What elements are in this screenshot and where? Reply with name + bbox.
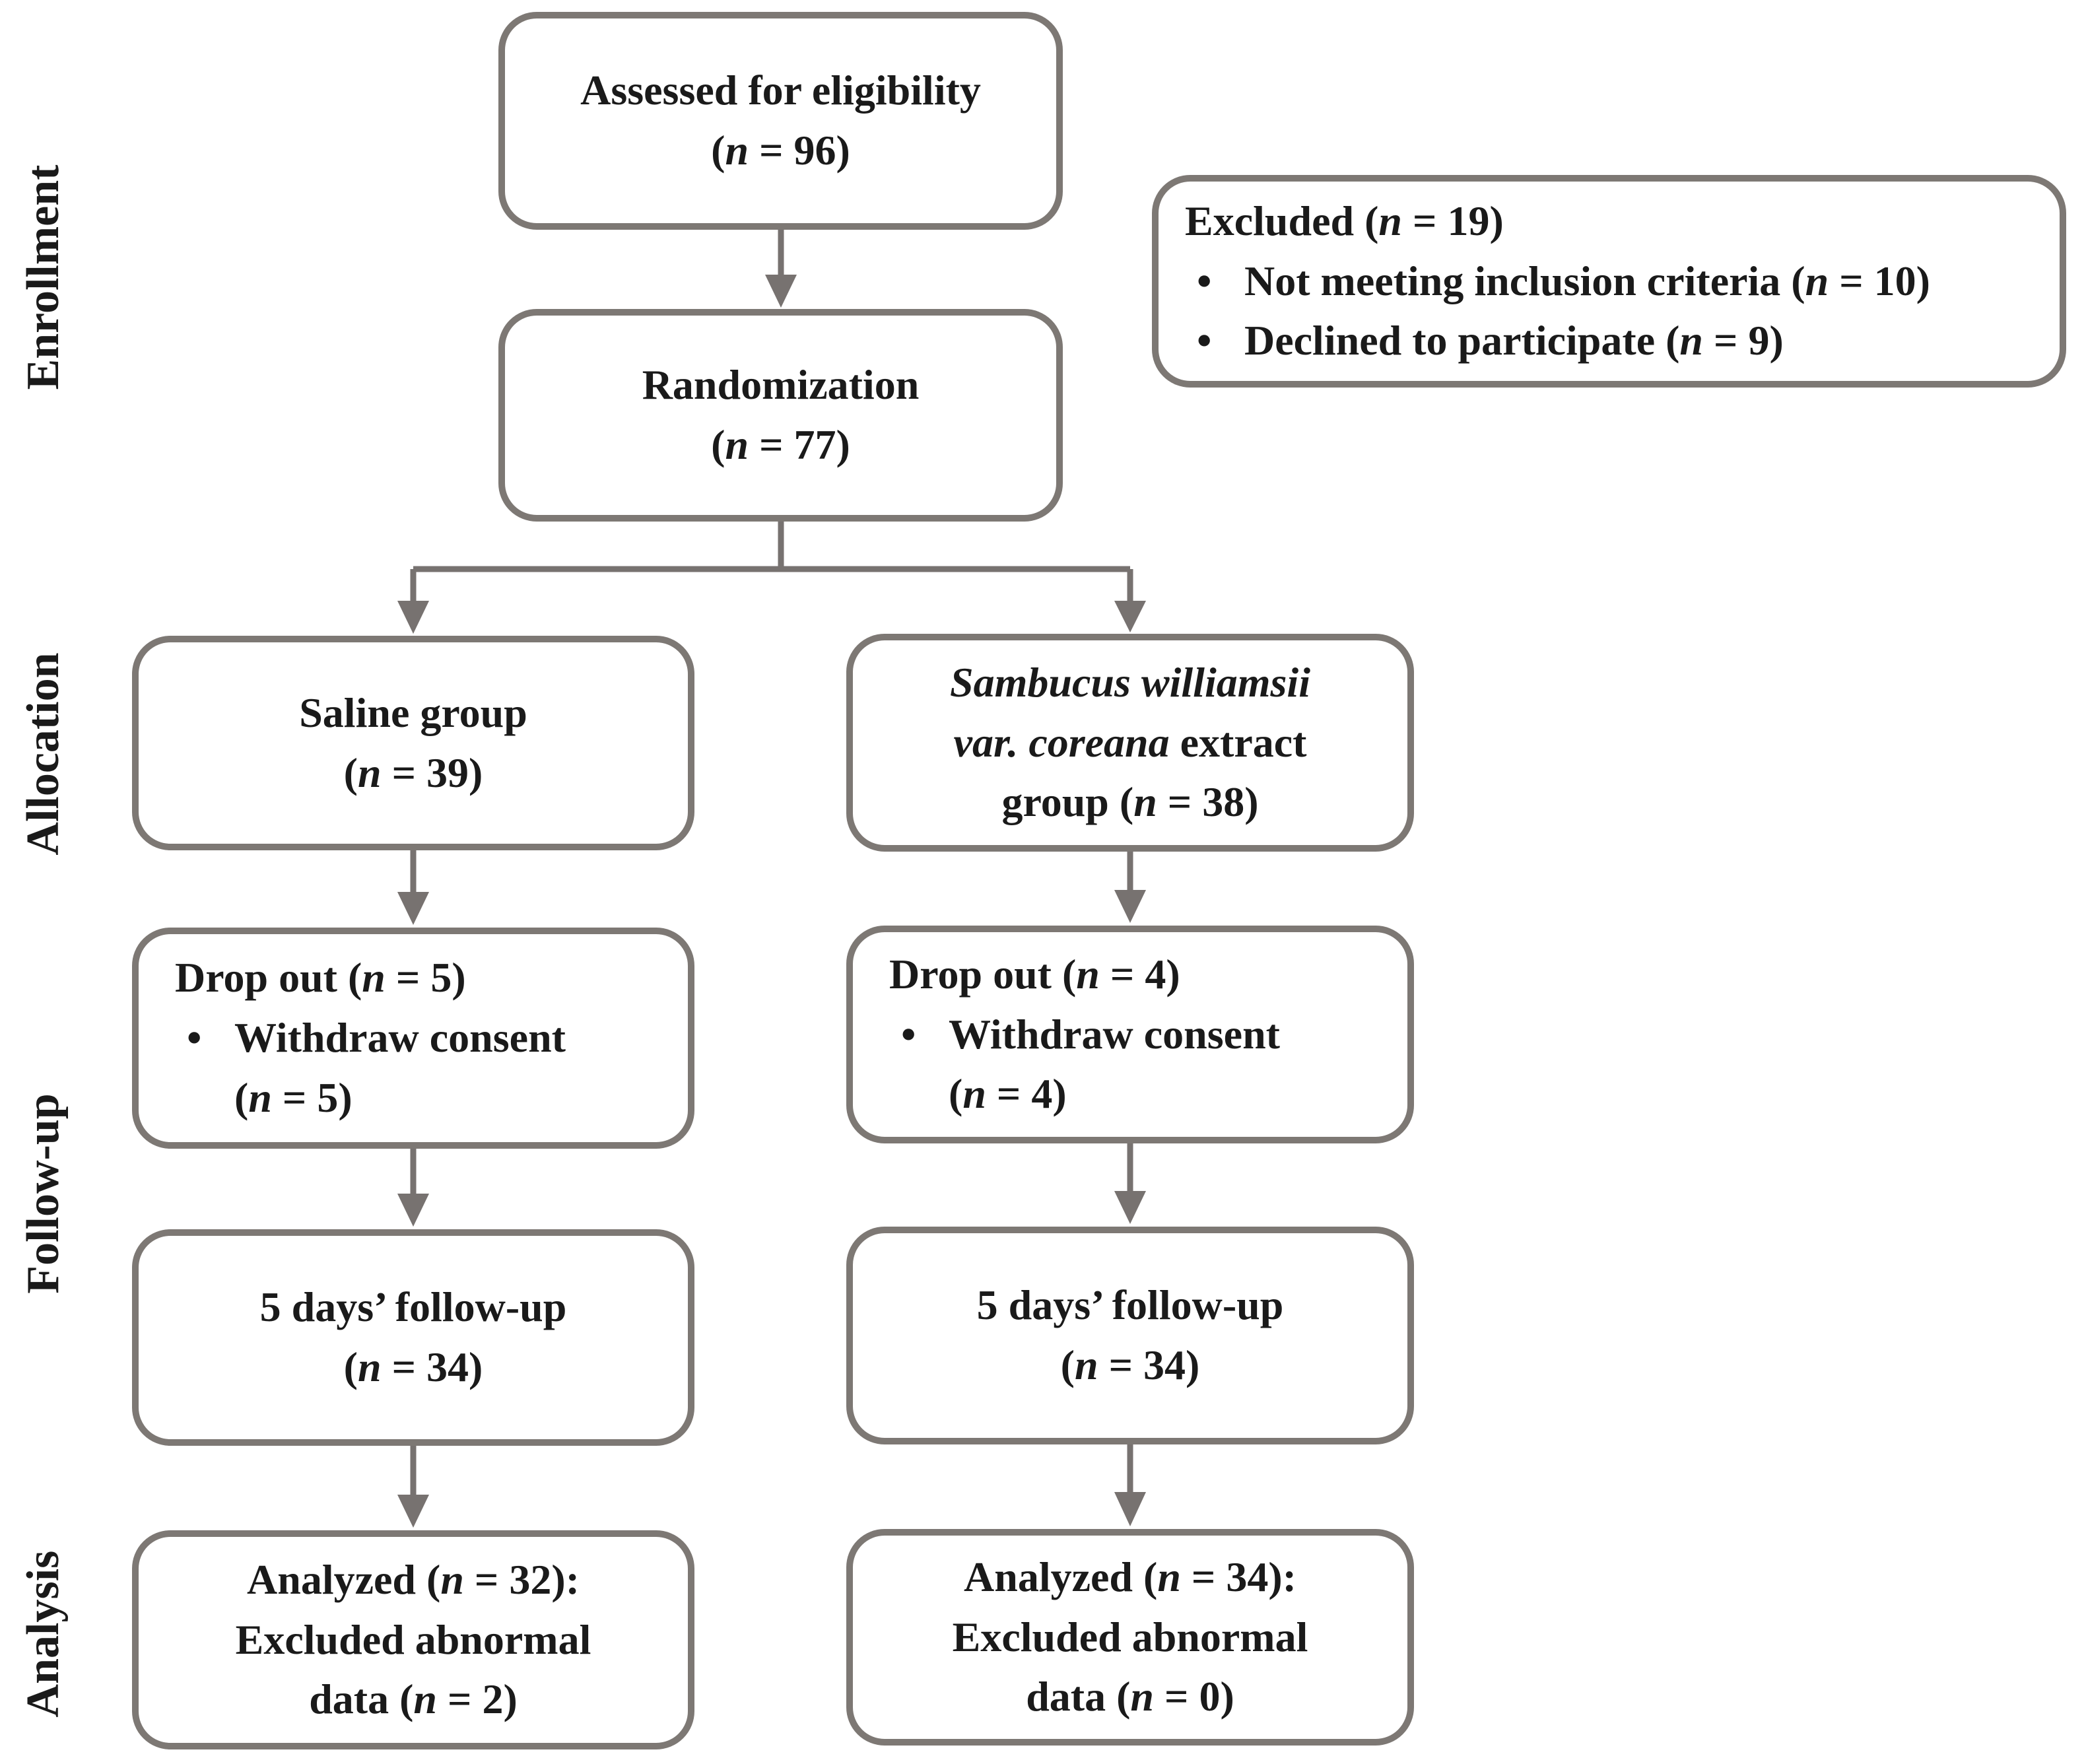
node-title: 5 days’ follow-up <box>976 1281 1284 1329</box>
node-count: group (n = 38) <box>1001 778 1259 826</box>
node-title: var. coreana extract <box>953 718 1307 766</box>
flow-node-assessed-for-eligibility: Assessed for eligibility (n = 96) <box>498 12 1063 230</box>
node-title: Drop out (n = 5) <box>175 954 466 1001</box>
excluded-reason-text: Not meeting inclusion criteria (n = 10) <box>1244 257 1930 304</box>
dropout-reason-item: • Withdraw consent (n = 4) <box>889 1005 1280 1125</box>
node-count: (n = 39) <box>343 749 483 796</box>
node-title: Drop out (n = 4) <box>889 950 1180 998</box>
bullet-icon: • <box>1197 257 1212 304</box>
flow-node-followup-saline: 5 days’ follow-up (n = 34) <box>132 1229 694 1446</box>
node-count: (n = 34) <box>343 1343 483 1390</box>
flow-node-dropout-swc: Drop out (n = 4) • Withdraw consent (n =… <box>846 926 1414 1143</box>
arrow-down-icon <box>765 275 797 308</box>
node-detail: Excluded abnormal <box>952 1613 1308 1660</box>
dropout-reason-text: Withdraw consent (n = 5) <box>234 1014 566 1121</box>
node-count: (n = 96) <box>711 127 850 174</box>
bullet-icon: • <box>187 1014 202 1062</box>
arrow-down-icon <box>1114 601 1146 632</box>
flow-node-analyzed-swc: Analyzed (n = 34): Excluded abnormal dat… <box>846 1529 1414 1746</box>
node-title: 5 days’ follow-up <box>259 1283 567 1331</box>
node-title: Randomization <box>642 361 920 409</box>
arrow-down-icon <box>1114 1191 1146 1224</box>
arrow-down-icon <box>1114 1492 1146 1526</box>
node-detail: Excluded abnormal <box>235 1615 591 1663</box>
flow-node-dropout-saline: Drop out (n = 5) • Withdraw consent (n =… <box>132 928 694 1149</box>
node-title: Analyzed (n = 32): <box>247 1555 580 1603</box>
node-title: Saline group <box>299 689 527 736</box>
dropout-reason-text: Withdraw consent (n = 4) <box>949 1010 1280 1118</box>
arrow-down-icon <box>397 892 429 925</box>
bullet-icon: • <box>901 1010 916 1058</box>
bullet-icon: • <box>1197 317 1212 364</box>
node-title: Assessed for eligibility <box>580 67 981 114</box>
flow-node-followup-swc: 5 days’ follow-up (n = 34) <box>846 1227 1414 1444</box>
flow-node-saline-group: Saline group (n = 39) <box>132 636 694 850</box>
excluded-reason-item: • Declined to participate (n = 9) <box>1185 311 1784 371</box>
node-title: Excluded (n = 19) <box>1185 197 1504 244</box>
flow-node-randomization: Randomization (n = 77) <box>498 309 1063 522</box>
arrow-down-icon <box>397 1495 429 1528</box>
flow-node-analyzed-saline: Analyzed (n = 32): Excluded abnormal dat… <box>132 1530 694 1749</box>
node-count: data (n = 0) <box>1026 1673 1234 1720</box>
excluded-reason-item: • Not meeting inclusion criteria (n = 10… <box>1185 252 1930 312</box>
dropout-reason-item: • Withdraw consent (n = 5) <box>175 1008 566 1128</box>
connector-randomization-branch <box>410 522 1133 602</box>
arrow-down-icon <box>397 1194 429 1227</box>
excluded-reason-text: Declined to participate (n = 9) <box>1244 317 1784 364</box>
node-count: (n = 77) <box>711 421 850 468</box>
arrow-down-icon <box>1114 890 1146 923</box>
node-title: Analyzed (n = 34): <box>964 1553 1296 1600</box>
flow-node-swc-extract-group: Sambucus williamsii var. coreana extract… <box>846 634 1414 852</box>
arrow-down-icon <box>397 601 429 634</box>
flow-node-excluded: Excluded (n = 19) • Not meeting inclusio… <box>1152 175 2066 388</box>
node-title: Sambucus williamsii <box>950 658 1310 706</box>
node-count: data (n = 2) <box>309 1676 518 1723</box>
node-count: (n = 34) <box>1060 1341 1200 1388</box>
